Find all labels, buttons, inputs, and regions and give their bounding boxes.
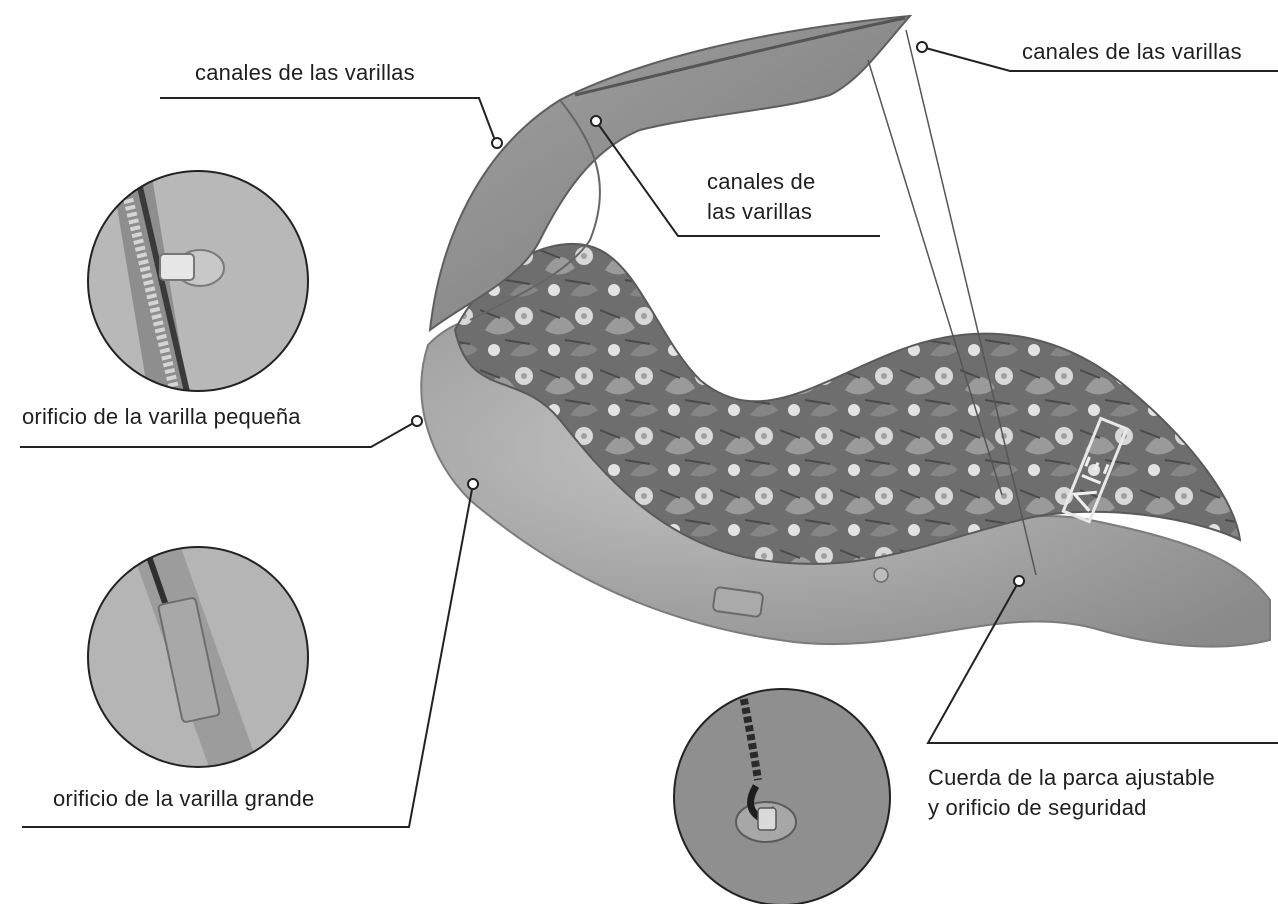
label-rod-channels-top-left: canales de las varillas (195, 58, 415, 88)
zoom-large-rod-hole (80, 545, 320, 785)
callout-dot-rod-channels-right (917, 42, 927, 52)
canopy (430, 16, 910, 330)
callout-dot-rod-channels-left (492, 138, 502, 148)
callout-dot-canopy-cord (1014, 576, 1024, 586)
label-canopy-cord-and-safety-hole: Cuerda de la parca ajustable y orificio … (928, 763, 1215, 823)
label-rod-channels-top-right: canales de las varillas (1022, 37, 1242, 67)
label-rod-channels-middle: canales de las varillas (707, 167, 815, 227)
callout-dot-rod-channels-middle (591, 116, 601, 126)
label-large-rod-hole: orificio de la varilla grande (53, 784, 314, 814)
label-small-rod-hole: orificio de la varilla pequeña (22, 402, 301, 432)
valve (874, 568, 888, 582)
zoom-canopy-cord (670, 685, 900, 904)
zoom-small-rod-hole (80, 165, 320, 405)
callout-dot-large-rod-hole (468, 479, 478, 489)
callout-dot-small-rod-hole (412, 416, 422, 426)
callout-line-rod-channels-left (160, 98, 496, 143)
